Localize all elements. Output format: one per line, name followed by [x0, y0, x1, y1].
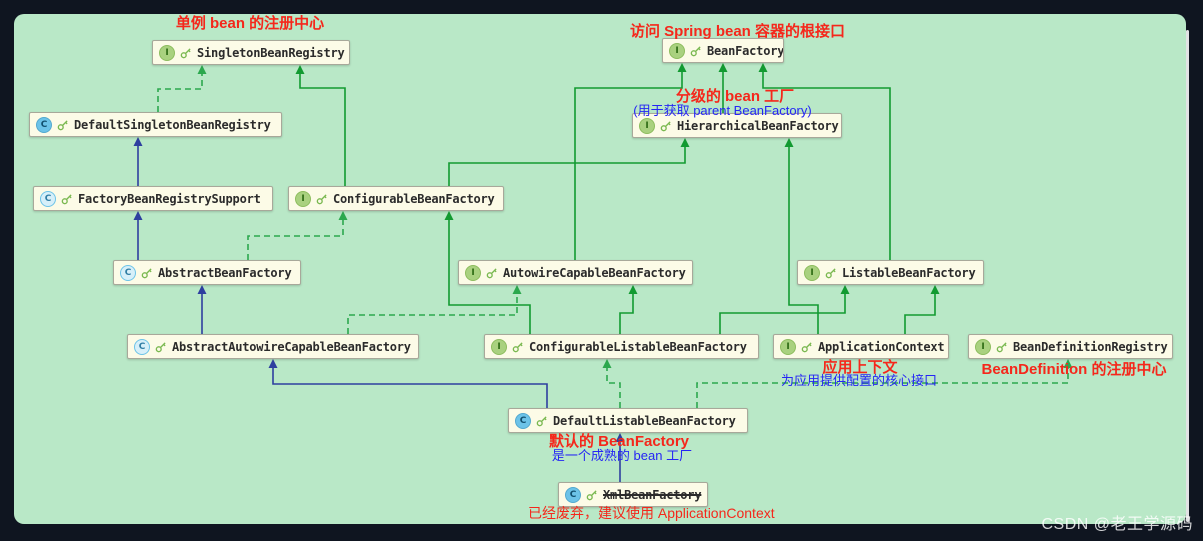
class-name-label: BeanFactory — [707, 43, 784, 58]
class-name-label: HierarchicalBeanFactory — [677, 118, 839, 133]
class-node-autowire-capable-bean-factory[interactable]: I AutowireCapableBeanFactory — [458, 260, 693, 285]
key-icon — [586, 489, 598, 501]
interface-icon: I — [159, 44, 175, 61]
csdn-watermark: CSDN @老王学源码 — [1041, 516, 1193, 533]
class-node-abstract-bean-factory[interactable]: C AbstractBeanFactory — [113, 260, 301, 285]
class-node-default-singleton-bean-registry[interactable]: C DefaultSingletonBeanRegistry — [29, 112, 282, 137]
class-node-default-listable-bean-factory[interactable]: C DefaultListableBeanFactory — [508, 408, 748, 433]
interface-icon: I — [465, 264, 481, 281]
annotation-xml-bean-factory-note: 已经废弃，建议使用 ApplicationContext — [528, 505, 775, 521]
key-icon — [61, 193, 73, 205]
key-icon — [536, 415, 548, 427]
class-name-label: FactoryBeanRegistrySupport — [78, 191, 261, 206]
class-name-label: AbstractBeanFactory — [158, 265, 292, 280]
class-name-label: DefaultListableBeanFactory — [553, 413, 736, 428]
class-node-bean-definition-registry[interactable]: I BeanDefinitionRegistry — [968, 334, 1173, 359]
class-name-label: BeanDefinitionRegistry — [1013, 339, 1168, 354]
class-node-application-context[interactable]: I ApplicationContext — [773, 334, 949, 359]
interface-icon: I — [639, 117, 655, 134]
interface-icon: I — [669, 42, 685, 59]
key-icon — [690, 45, 702, 57]
class-node-factory-bean-registry-support[interactable]: C FactoryBeanRegistrySupport — [33, 186, 273, 211]
annotation-application-context-note: 应用上下文 — [822, 359, 898, 376]
class-name-label: DefaultSingletonBeanRegistry — [74, 117, 271, 132]
class-node-xml-bean-factory[interactable]: C XmlBeanFactory — [558, 482, 708, 507]
class-node-configurable-listable-bean-factory[interactable]: I ConfigurableListableBeanFactory — [484, 334, 759, 359]
key-icon — [801, 341, 813, 353]
interface-icon: I — [975, 338, 991, 355]
class-name-label: SingletonBeanRegistry — [197, 45, 345, 60]
class-name-label: XmlBeanFactory — [603, 487, 702, 502]
interface-icon: I — [804, 264, 820, 281]
interface-icon: I — [491, 338, 507, 355]
annotation-bean-factory-note: 访问 Spring bean 容器的根接口 — [629, 23, 845, 40]
class-name-label: ListableBeanFactory — [842, 265, 976, 280]
class-name-label: ApplicationContext — [818, 339, 945, 354]
key-icon — [316, 193, 328, 205]
class-icon: C — [565, 486, 581, 503]
class-node-configurable-bean-factory[interactable]: I ConfigurableBeanFactory — [288, 186, 504, 211]
annotation-application-context-subnote: 为应用提供配置的核心接口 — [780, 373, 937, 388]
class-name-label: ConfigurableBeanFactory — [333, 191, 495, 206]
key-icon — [512, 341, 524, 353]
class-node-singleton-bean-registry[interactable]: I SingletonBeanRegistry — [152, 40, 350, 65]
class-icon: C — [120, 264, 136, 281]
interface-icon: I — [295, 190, 311, 207]
interface-icon: I — [780, 338, 796, 355]
annotation-hierarchical-subnote: (用于获取 parent BeanFactory) — [633, 103, 812, 118]
class-icon: C — [515, 412, 531, 429]
class-icon: C — [40, 190, 56, 207]
class-icon: C — [134, 338, 150, 355]
key-icon — [825, 267, 837, 279]
class-icon: C — [36, 116, 52, 133]
vertical-scrollbar[interactable] — [1186, 30, 1189, 522]
class-node-abstract-autowire-capable-bean-factory[interactable]: C AbstractAutowireCapableBeanFactory — [127, 334, 419, 359]
key-icon — [141, 267, 153, 279]
annotation-default-listable-note: 默认的 BeanFactory — [548, 433, 690, 450]
key-icon — [57, 119, 69, 131]
annotation-default-listable-subnote: 是一个成熟的 bean 工厂 — [551, 448, 693, 463]
key-icon — [996, 341, 1008, 353]
key-icon — [486, 267, 498, 279]
key-icon — [180, 47, 192, 59]
key-icon — [155, 341, 167, 353]
annotation-bean-definition-registry-note: BeanDefinition 的注册中心 — [981, 361, 1167, 378]
annotation-hierarchical-note: 分级的 bean 工厂 — [675, 88, 795, 105]
class-node-hierarchical-bean-factory[interactable]: I HierarchicalBeanFactory — [632, 113, 842, 138]
key-icon — [660, 120, 672, 132]
class-node-listable-bean-factory[interactable]: I ListableBeanFactory — [797, 260, 984, 285]
class-node-bean-factory[interactable]: I BeanFactory — [662, 38, 784, 63]
class-name-label: ConfigurableListableBeanFactory — [529, 339, 747, 354]
class-name-label: AbstractAutowireCapableBeanFactory — [172, 339, 411, 354]
annotation-singleton-registry-note: 单例 bean 的注册中心 — [175, 15, 325, 32]
class-name-label: AutowireCapableBeanFactory — [503, 265, 686, 280]
